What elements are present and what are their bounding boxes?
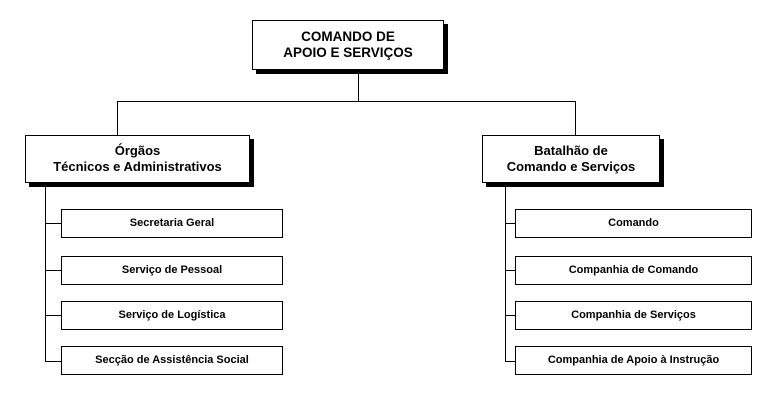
right-tick-4 (505, 361, 515, 362)
left-spine (45, 183, 46, 362)
root-node: COMANDO DE APOIO E SERVIÇOS (252, 20, 444, 70)
left-group-line1: Órgãos (114, 143, 161, 159)
right-item-comando: Comando (515, 209, 752, 238)
root-title-line1: COMANDO DE (301, 28, 395, 44)
left-group-line2: Técnicos e Administrativos (53, 159, 222, 174)
left-tick-3 (45, 315, 61, 316)
right-tick-1 (505, 223, 515, 224)
right-item-companhia-comando: Companhia de Comando (515, 256, 752, 285)
right-group-node: Batalhão de Comando e Serviços (482, 135, 660, 183)
left-tick-1 (45, 223, 61, 224)
right-branch-connector (575, 101, 576, 135)
left-item-label: Serviço de Logística (118, 308, 226, 321)
root-title-line2: APOIO E SERVIÇOS (283, 45, 413, 60)
right-item-label: Companhia de Serviços (571, 308, 696, 321)
left-tick-4 (45, 361, 61, 362)
right-item-companhia-apoio: Companhia de Apoio à Instrução (515, 346, 752, 375)
left-tick-2 (45, 270, 61, 271)
left-item-assistencia: Secção de Assistência Social (61, 346, 283, 375)
left-item-label: Secção de Assistência Social (95, 353, 249, 366)
right-tick-2 (505, 270, 515, 271)
left-branch-connector (117, 101, 118, 135)
right-group-line2: Comando e Serviços (506, 159, 636, 174)
right-item-companhia-servicos: Companhia de Serviços (515, 301, 752, 330)
right-item-label: Companhia de Comando (568, 263, 699, 276)
left-group-node: Órgãos Técnicos e Administrativos (25, 135, 250, 183)
right-tick-3 (505, 315, 515, 316)
left-item-label: Secretaria Geral (129, 216, 215, 229)
right-spine (505, 183, 506, 362)
right-item-label: Comando (608, 216, 659, 229)
branch-bar (117, 101, 575, 102)
left-item-secretaria: Secretaria Geral (61, 209, 283, 238)
right-item-label: Companhia de Apoio à Instrução (547, 353, 720, 366)
left-item-logistica: Serviço de Logística (61, 301, 283, 330)
right-group-line1: Batalhão de (534, 143, 608, 159)
left-item-label: Serviço de Pessoal (121, 263, 223, 276)
left-item-pessoal: Serviço de Pessoal (61, 256, 283, 285)
root-connector (358, 70, 359, 102)
